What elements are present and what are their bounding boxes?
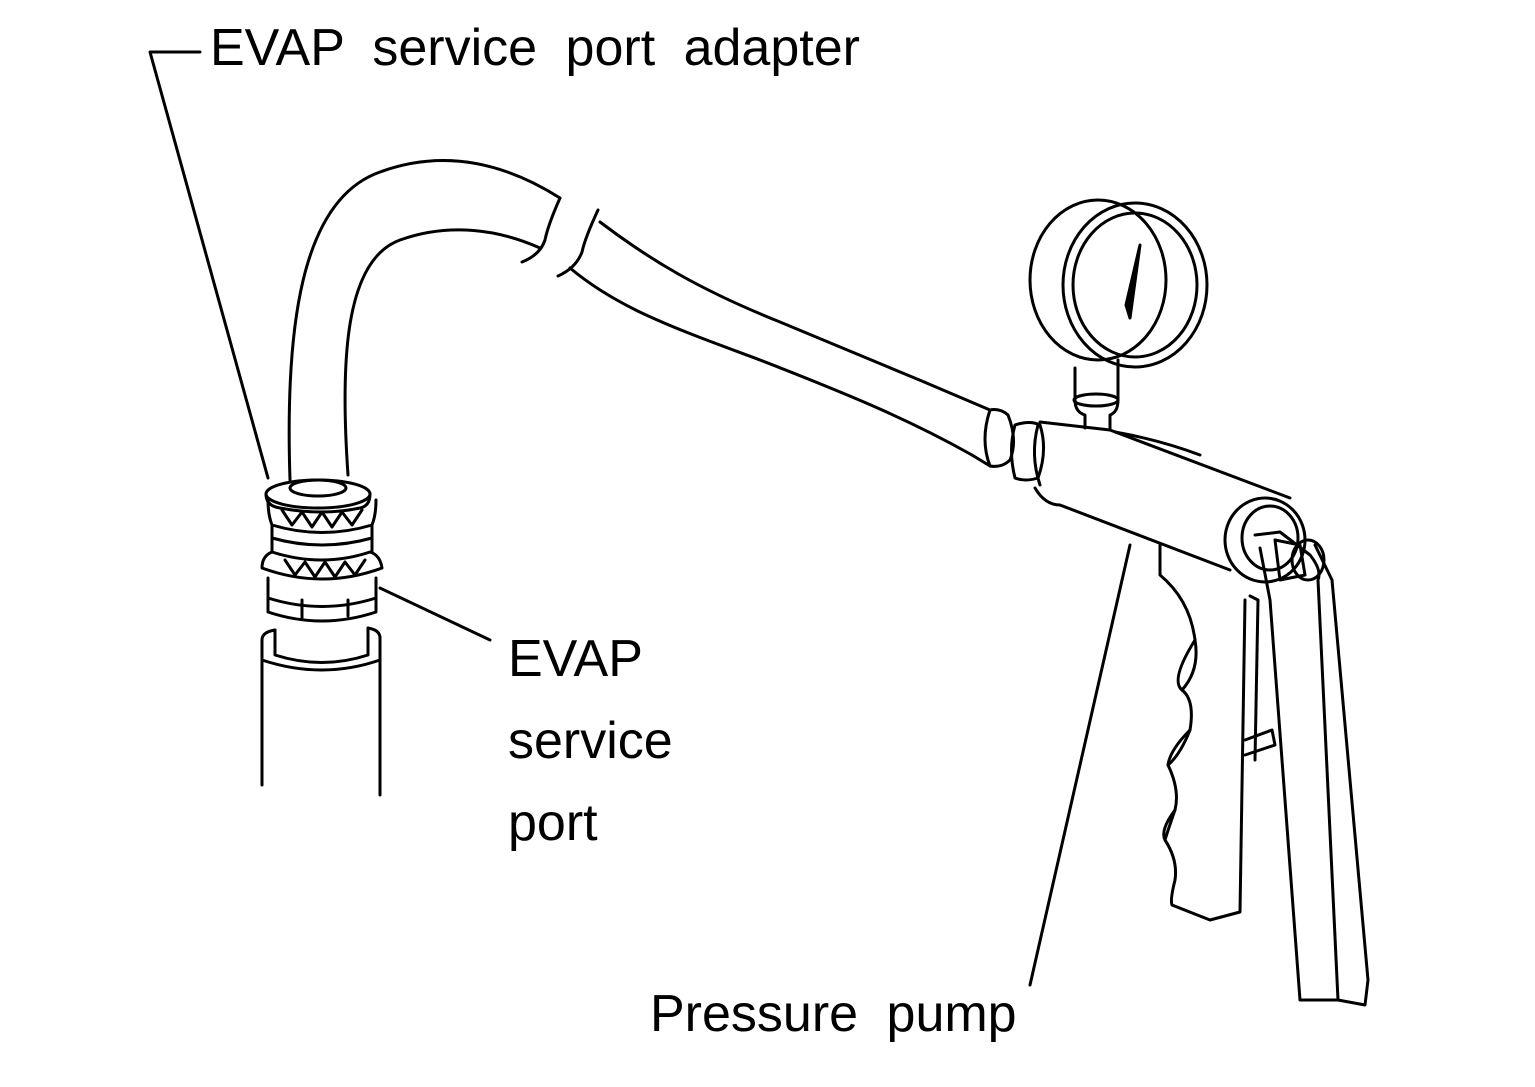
evap-service-port-label-line-2: service (508, 712, 673, 770)
pressure-pump-label: Pressure pump (650, 985, 1017, 1043)
hose (289, 160, 1013, 480)
evap-service-port-label-line-3: port (508, 794, 598, 852)
evap-service-port-adapter (262, 480, 382, 621)
evap-service-port-label: EVAP service port (508, 618, 673, 864)
evap-service-port-label-line-1: EVAP (508, 630, 643, 688)
pump-leader-line (1030, 545, 1130, 985)
leader-lines (150, 52, 1130, 985)
evap-service-port-adapter-label: EVAP service port adapter (210, 19, 860, 77)
port-leader-line (380, 588, 490, 640)
adapter-leader-line (150, 52, 268, 478)
evap-service-port (262, 628, 380, 795)
pressure-pump (1012, 200, 1369, 1005)
